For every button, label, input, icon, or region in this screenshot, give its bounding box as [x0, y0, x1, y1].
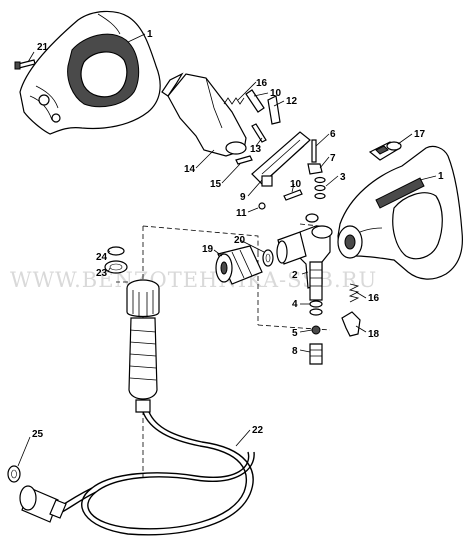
- callout-22: 22: [252, 425, 264, 436]
- callout-12: 12: [286, 96, 298, 107]
- callout-6: 6: [330, 129, 336, 140]
- callout-16-lower: 16: [368, 293, 380, 304]
- adapter-fitting: [276, 231, 307, 265]
- pistol-grip-part-1-right: [337, 145, 463, 280]
- hose-fitting-bottom: [19, 485, 67, 523]
- callout-5: 5: [292, 328, 298, 339]
- handle-shell-part-1-left: [19, 10, 161, 135]
- o-ring-part-20: [262, 249, 274, 267]
- callout-15: 15: [210, 179, 222, 190]
- callout-24: 24: [96, 252, 108, 263]
- callout-16-upper: 16: [256, 78, 268, 89]
- callout-10-lower: 10: [290, 179, 302, 190]
- callout-14: 14: [184, 164, 196, 175]
- callout-18: 18: [368, 329, 380, 340]
- callout-17: 17: [414, 129, 426, 140]
- pin-part-13: [251, 123, 267, 143]
- cap-part-17: [368, 141, 402, 161]
- callout-2: 2: [292, 270, 298, 281]
- washer-part-23: [104, 260, 128, 274]
- callout-13: 13: [250, 144, 262, 155]
- o-ring-part-25: [7, 465, 21, 483]
- callout-23: 23: [96, 268, 108, 279]
- callout-1-right: 1: [438, 171, 444, 182]
- slide-bar-part-9: [251, 131, 311, 187]
- callout-3: 3: [340, 172, 346, 183]
- valve-insert-part-8: [309, 343, 323, 365]
- callout-4: 4: [292, 299, 298, 310]
- callout-21: 21: [37, 42, 49, 53]
- spring-part-16-upper: [223, 97, 245, 105]
- callout-19: 19: [202, 244, 214, 255]
- lever-arm-part-12: [267, 95, 281, 125]
- callout-8: 8: [292, 346, 298, 357]
- pin-part-10-upper: [245, 89, 265, 113]
- callout-20: 20: [234, 235, 246, 246]
- washer-stack-part-3: [314, 176, 326, 200]
- callout-labels: 21 1 16 10 12 13 14 15 6 17 1 7 3 9 10 1…: [32, 29, 444, 440]
- callout-leader-lines: [17, 33, 437, 467]
- ball-part-5: [311, 325, 321, 335]
- pin-part-6: [311, 139, 317, 163]
- callout-1-left: 1: [147, 29, 153, 40]
- callout-7: 7: [330, 153, 336, 164]
- rod-part-15: [235, 155, 253, 165]
- callout-11: 11: [236, 208, 247, 219]
- hose-part-22: [57, 411, 255, 536]
- o-ring-part-24: [107, 246, 125, 256]
- trigger-clip-part-18: [341, 311, 361, 337]
- nut-part-7: [307, 163, 323, 175]
- callout-25: 25: [32, 429, 44, 440]
- screw-part-11: [258, 202, 266, 210]
- coupling-nut-part-19: [215, 245, 263, 285]
- seal-part-4: [309, 300, 323, 316]
- callout-9: 9: [240, 192, 246, 203]
- hose-fitting-top: [126, 279, 160, 413]
- trigger-lever-part-14: [161, 72, 247, 157]
- callout-10-upper: 10: [270, 88, 282, 99]
- spring-part-16-lower: [348, 283, 360, 303]
- valve-body-assembly: [297, 213, 333, 301]
- pin-part-10-lower: [283, 189, 303, 201]
